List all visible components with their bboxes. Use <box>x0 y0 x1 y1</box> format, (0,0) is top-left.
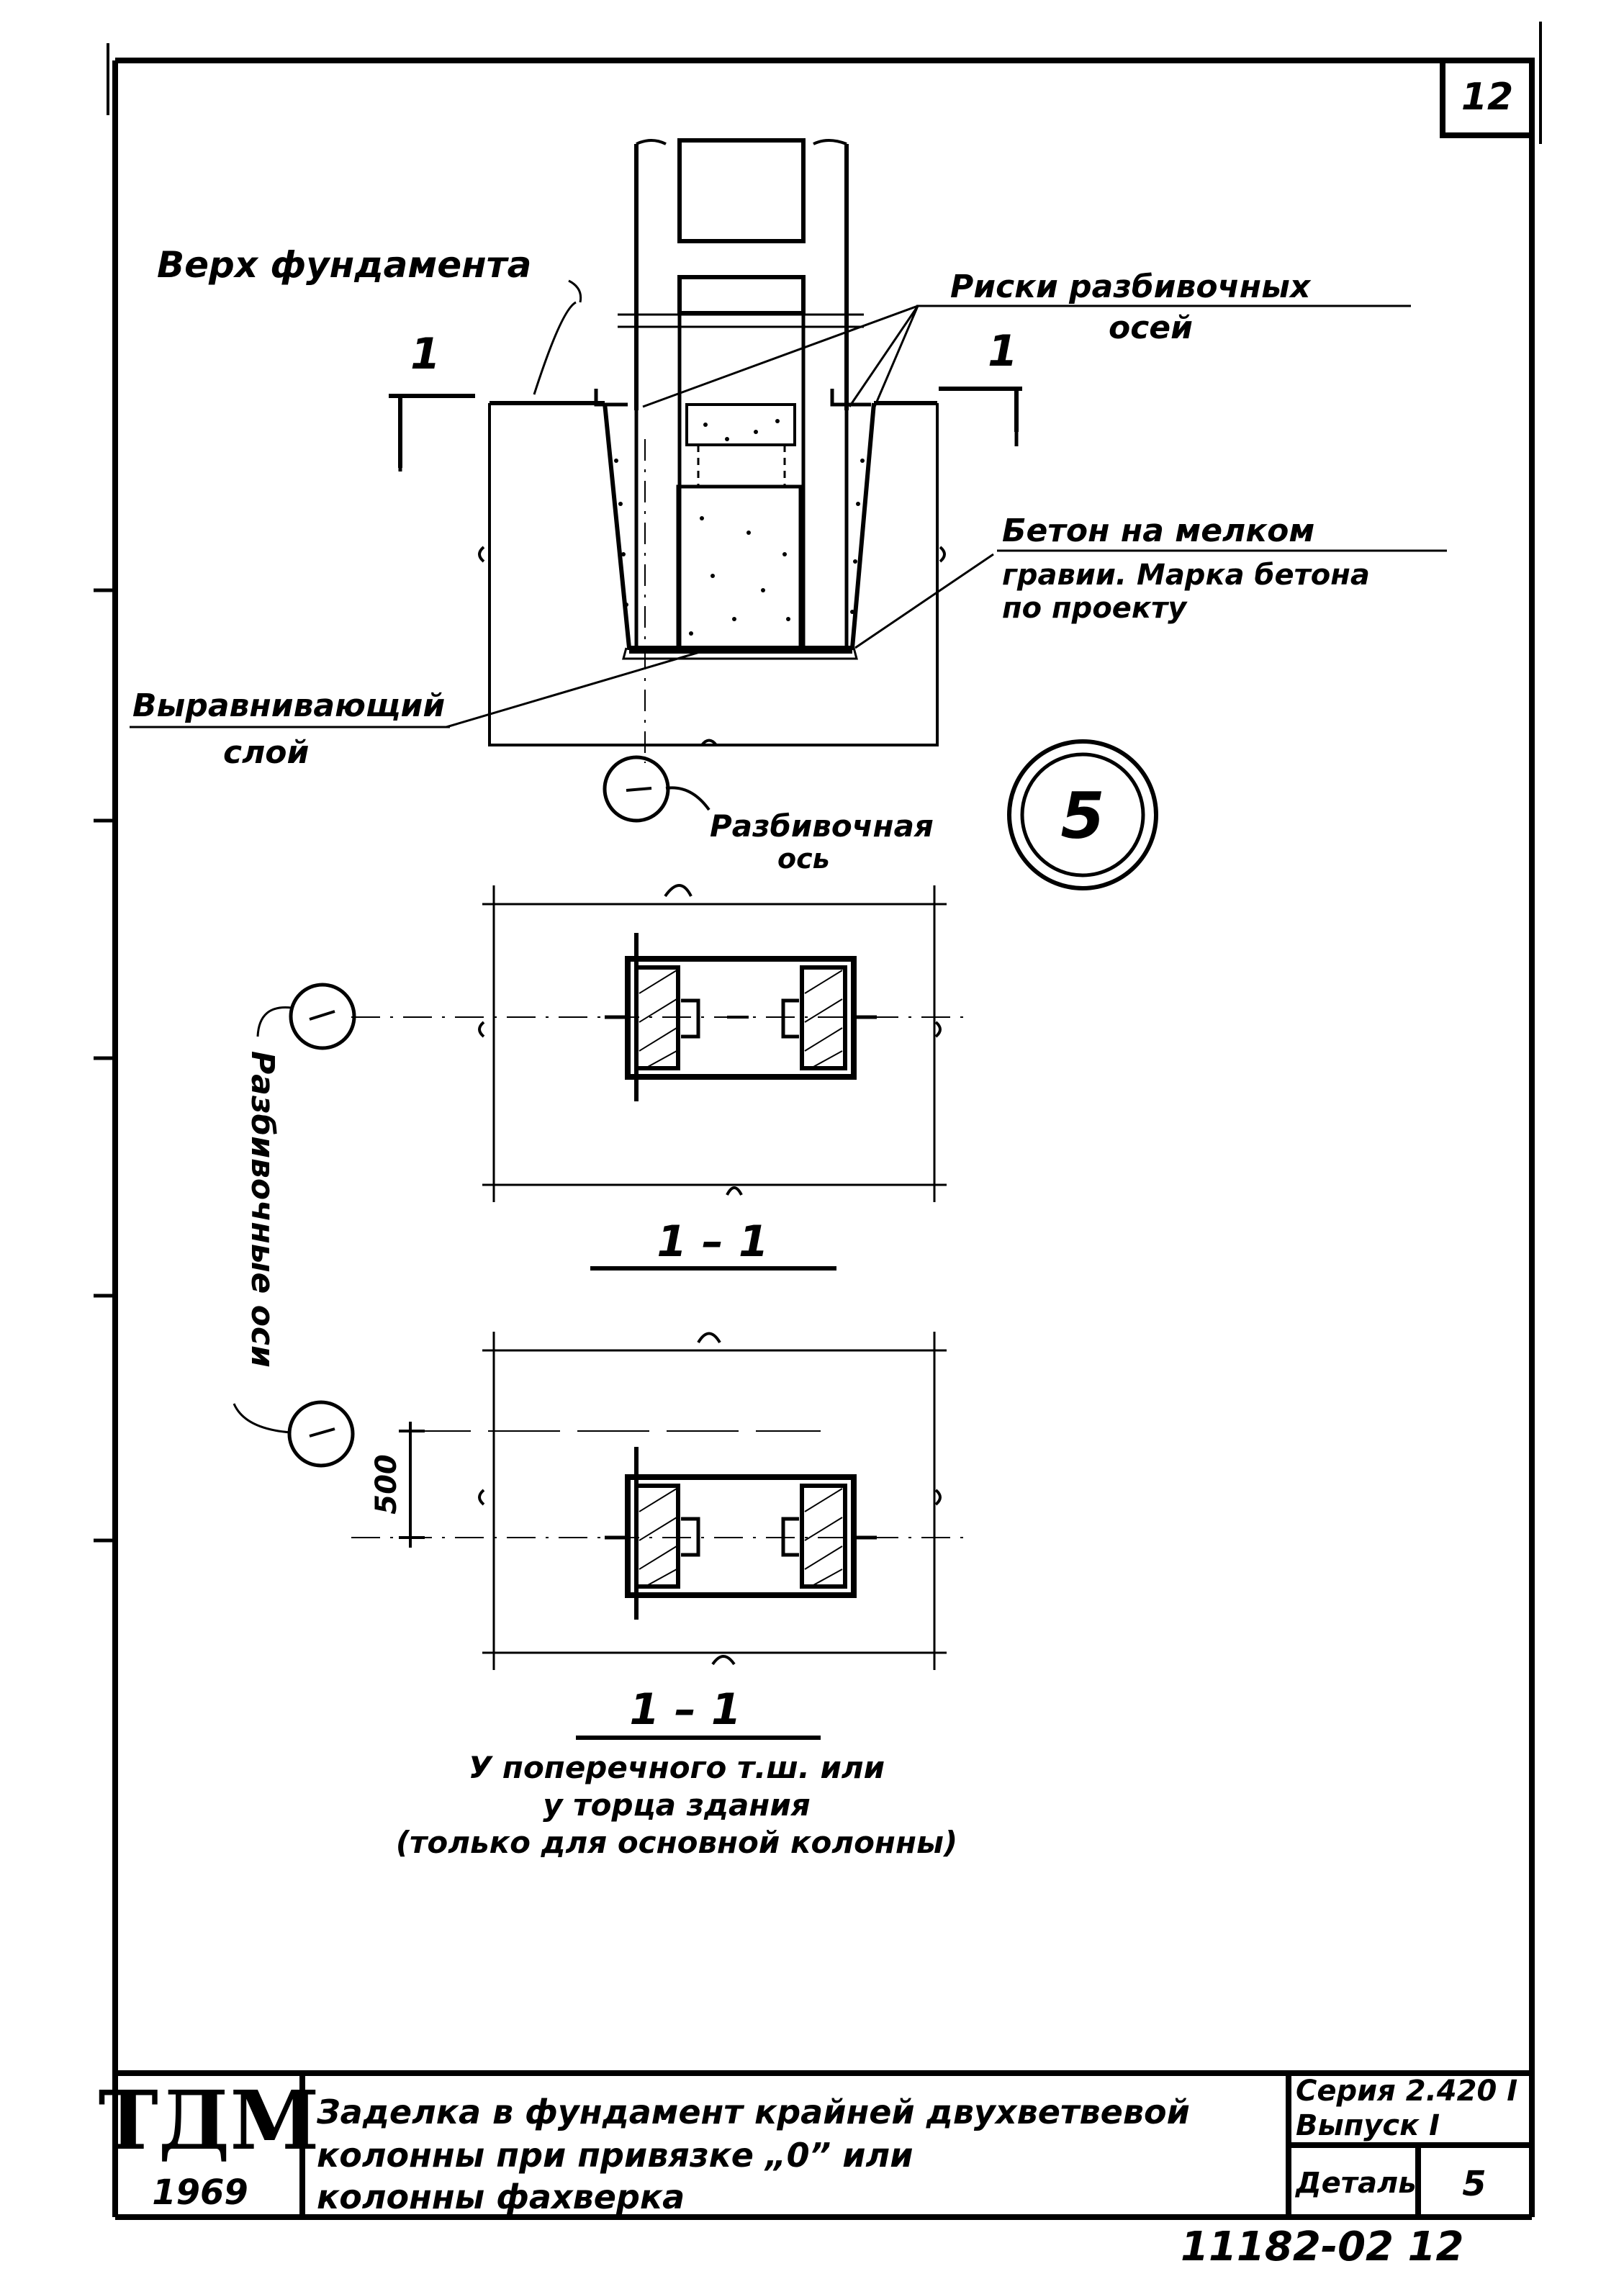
detail-value: 5 <box>1462 2164 1486 2204</box>
year: 1969 <box>152 2172 248 2213</box>
note-line-2: у торца здания <box>543 1787 810 1823</box>
sheet-number: 12 <box>1461 76 1513 119</box>
plan-section-top: 1 – 1 <box>351 884 965 1271</box>
section-marker-left: 1 <box>410 329 441 379</box>
section-label-bottom: 1 – 1 <box>629 1684 741 1735</box>
logo-tdm: ТДМ <box>99 2074 320 2168</box>
issue: Выпуск I <box>1296 2109 1440 2142</box>
title-line-2: колонны при привязке „0” или <box>317 2136 913 2175</box>
label-concrete-1: Бетон на мелком <box>1002 513 1314 549</box>
label-marks-1: Риски разбивочных <box>950 268 1312 305</box>
title-line-3: колонны фахверка <box>317 2178 685 2216</box>
foundation-elevation: 1 1 Верх фундамента Риски разбивочных ос… <box>130 138 1447 771</box>
title-line-1: Заделка в фундамент крайней двухветвевой <box>316 2093 1190 2131</box>
section-marker-right: 1 <box>988 326 1018 376</box>
detail-number: 5 <box>1060 779 1104 853</box>
sheet-frame <box>94 22 1542 2220</box>
sheet-number-box: 12 <box>1440 58 1535 138</box>
section-label-top: 1 – 1 <box>657 1217 768 1267</box>
note-line-3: (только для основной колонны) <box>396 1825 957 1860</box>
axis-bubble-elevation: Разбивочная ось <box>603 755 934 875</box>
label-axis-1: Разбивочная <box>710 808 934 844</box>
series: Серия 2.420 I <box>1296 2075 1517 2108</box>
label-leveling-2: слой <box>223 734 309 771</box>
title-block: ТДМ 1969 Заделка в фундамент крайней дву… <box>99 2070 1532 2217</box>
label-marks-2: осей <box>1109 310 1193 346</box>
label-foundation-top: Верх фундамента <box>157 244 531 286</box>
note-line-1: У поперечного т.ш. или <box>469 1750 885 1785</box>
axis-bubbles-plans: Разбивочные оси <box>233 983 356 1468</box>
detail-label: Деталь <box>1294 2167 1417 2200</box>
label-concrete-3: по проекту <box>1002 592 1188 625</box>
label-axes-vertical: Разбивочные оси <box>244 1051 281 1368</box>
bottom-sheet-number: 11182-02 12 <box>1181 2224 1463 2270</box>
label-axis-2: ось <box>777 843 830 875</box>
detail-number-circle: 5 <box>1007 739 1158 890</box>
label-leveling-1: Выравнивающий <box>132 687 445 724</box>
dimension-500: 500 <box>370 1454 403 1515</box>
label-concrete-2: гравии. Марка бетона <box>1002 559 1370 592</box>
plan-section-bottom: 500 1 – 1 У поперечного т.ш. или у торца… <box>351 1332 965 1860</box>
